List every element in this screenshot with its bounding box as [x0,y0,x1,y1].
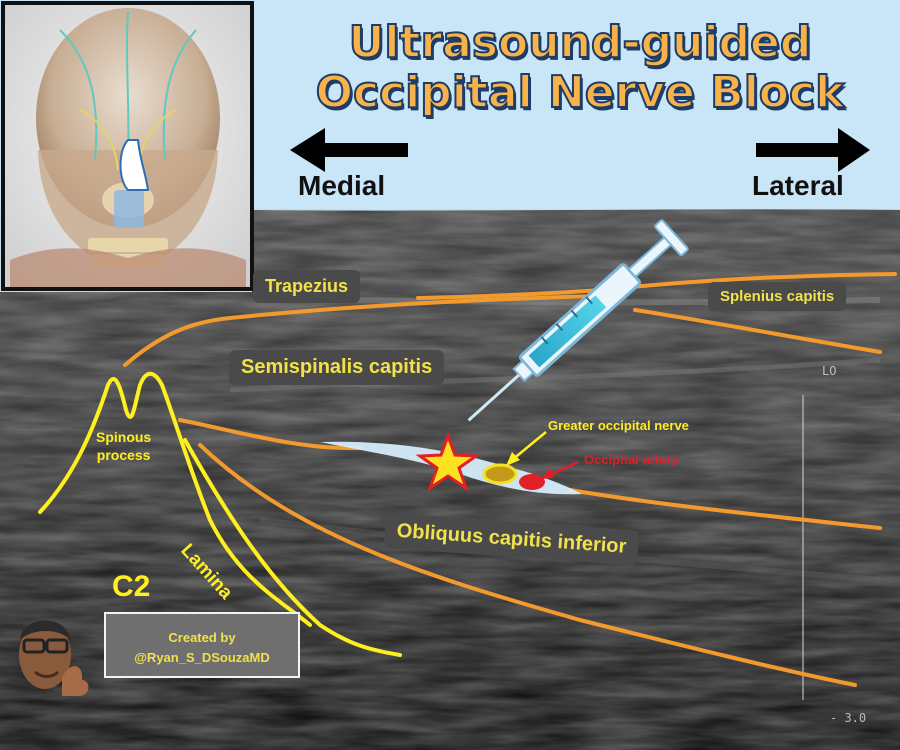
title-line-2: Occipital Nerve Block [315,67,846,119]
medial-label: Medial [298,170,386,201]
arrow-right-icon [756,128,870,172]
occipital-artery-label: Occipital artery [584,452,679,467]
star-marker-icon [415,431,481,492]
occipital-artery-marker [519,474,545,490]
greater-occipital-nerve-label: Greater occipital nerve [548,418,689,433]
trapezius-label: Trapezius [253,270,361,303]
title-line-1: Ultrasound-guided [348,17,813,69]
lateral-label: Lateral [752,170,844,201]
svg-text:LO: LO [822,364,836,378]
nerve-pointer-arrow [506,431,547,466]
splenius-capitis-label: Splenius capitis [708,282,847,311]
arrow-left-icon [290,128,408,172]
skull-illustration [1,1,254,291]
credit-line-2: @Ryan_S_DSouzaMD [134,650,270,665]
c2-label: C2 [112,570,151,603]
credit-line-1: Created by [168,630,236,645]
bone-outlines [38,371,402,657]
spinous-label-line-2: process [96,447,151,463]
memoji-avatar [19,620,89,696]
syringe-icon [467,219,689,422]
spinous-process-label: Spinous process [96,428,151,464]
artery-pointer-arrow [541,460,579,479]
greater-occipital-nerve-marker [482,463,518,485]
page-title: Ultrasound-guided Occipital Nerve Block [265,17,895,119]
svg-text:- 3.0: - 3.0 [830,711,866,725]
semispinalis-capitis-label: Semispinalis capitis [229,350,445,385]
credit-box: Created by @Ryan_S_DSouzaMD [104,612,300,678]
spinous-label-line-1: Spinous [96,429,152,445]
